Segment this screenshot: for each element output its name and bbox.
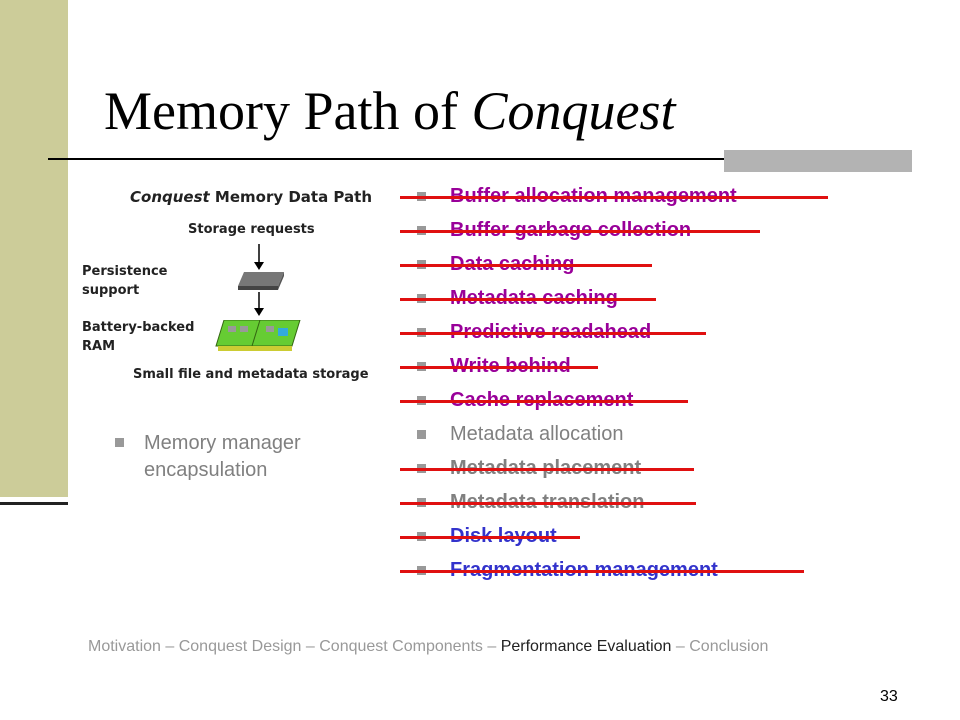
strikethrough-line [400,502,696,505]
strikethrough-line [400,196,828,199]
sidebar-underline [0,502,68,505]
list-item: Disk layout [400,524,737,558]
arrow-down-icon [254,292,264,316]
diagram-title-italic: Conquest [130,188,210,206]
title-rule [48,158,912,160]
title-rule-block [724,150,912,172]
list-item: Data caching [400,252,737,286]
list-item: Metadata placement [400,456,737,490]
list-item: Buffer allocation management [400,184,828,218]
bullet-square-icon [417,430,426,439]
list-item: Metadata caching [400,286,737,320]
component-list: Buffer allocation managementBuffer garba… [400,184,828,592]
sidebar-decoration [0,0,68,497]
footer-after: – Conclusion [671,638,769,655]
diagram-title: Conquest Memory Data Path [130,188,372,206]
small-file-label: Small file and metadata storage [133,367,369,382]
strikethrough-line [400,332,706,335]
persistence-line1: Persistence [82,264,168,279]
list-item: Buffer garbage collection [400,218,760,252]
footer-highlight: Performance Evaluation [500,638,672,655]
disk-icon [238,272,284,290]
strikethrough-line [400,230,760,233]
list-item: Predictive readahead [400,320,737,354]
footer-before: Motivation – Conquest Design – Conquest … [88,638,501,655]
footer-nav: Motivation – Conquest Design – Conquest … [88,638,768,656]
strikethrough-line [400,400,688,403]
strikethrough-line [400,298,656,301]
persistence-line2: support [82,283,140,298]
battery-line2: RAM [82,339,116,354]
strikethrough-line [400,570,804,573]
sidebar-gap [0,497,68,501]
list-item: Metadata translation [400,490,737,524]
title-plain: Memory Path of [104,81,472,141]
arrow-down-icon [254,244,264,270]
title-italic: Conquest [471,81,676,141]
left-line1: Memory manager [144,432,301,454]
persistence-label: Persistence support [82,262,168,300]
ram-chip-icon [215,320,301,351]
strikethrough-line [400,366,598,369]
diagram-title-rest: Memory Data Path [209,188,372,206]
memory-manager-text: Memory manager encapsulation [144,430,364,484]
list-item: Write behind [400,354,737,388]
memory-manager-bullet: Memory manager encapsulation [115,430,364,484]
page-number: 33 [880,688,898,705]
strikethrough-line [400,264,652,267]
left-line2: encapsulation [144,459,268,481]
bullet-square-icon [115,438,124,447]
list-item-label: Metadata allocation [450,423,624,445]
list-item: Metadata allocation [412,422,737,456]
slide-title: Memory Path of Conquest [104,80,675,142]
storage-requests-label: Storage requests [188,222,315,237]
battery-line1: Battery-backed [82,320,195,335]
strikethrough-line [400,536,580,539]
list-item: Cache replacement [400,388,737,422]
strikethrough-line [400,468,694,471]
list-item: Fragmentation management [400,558,804,592]
